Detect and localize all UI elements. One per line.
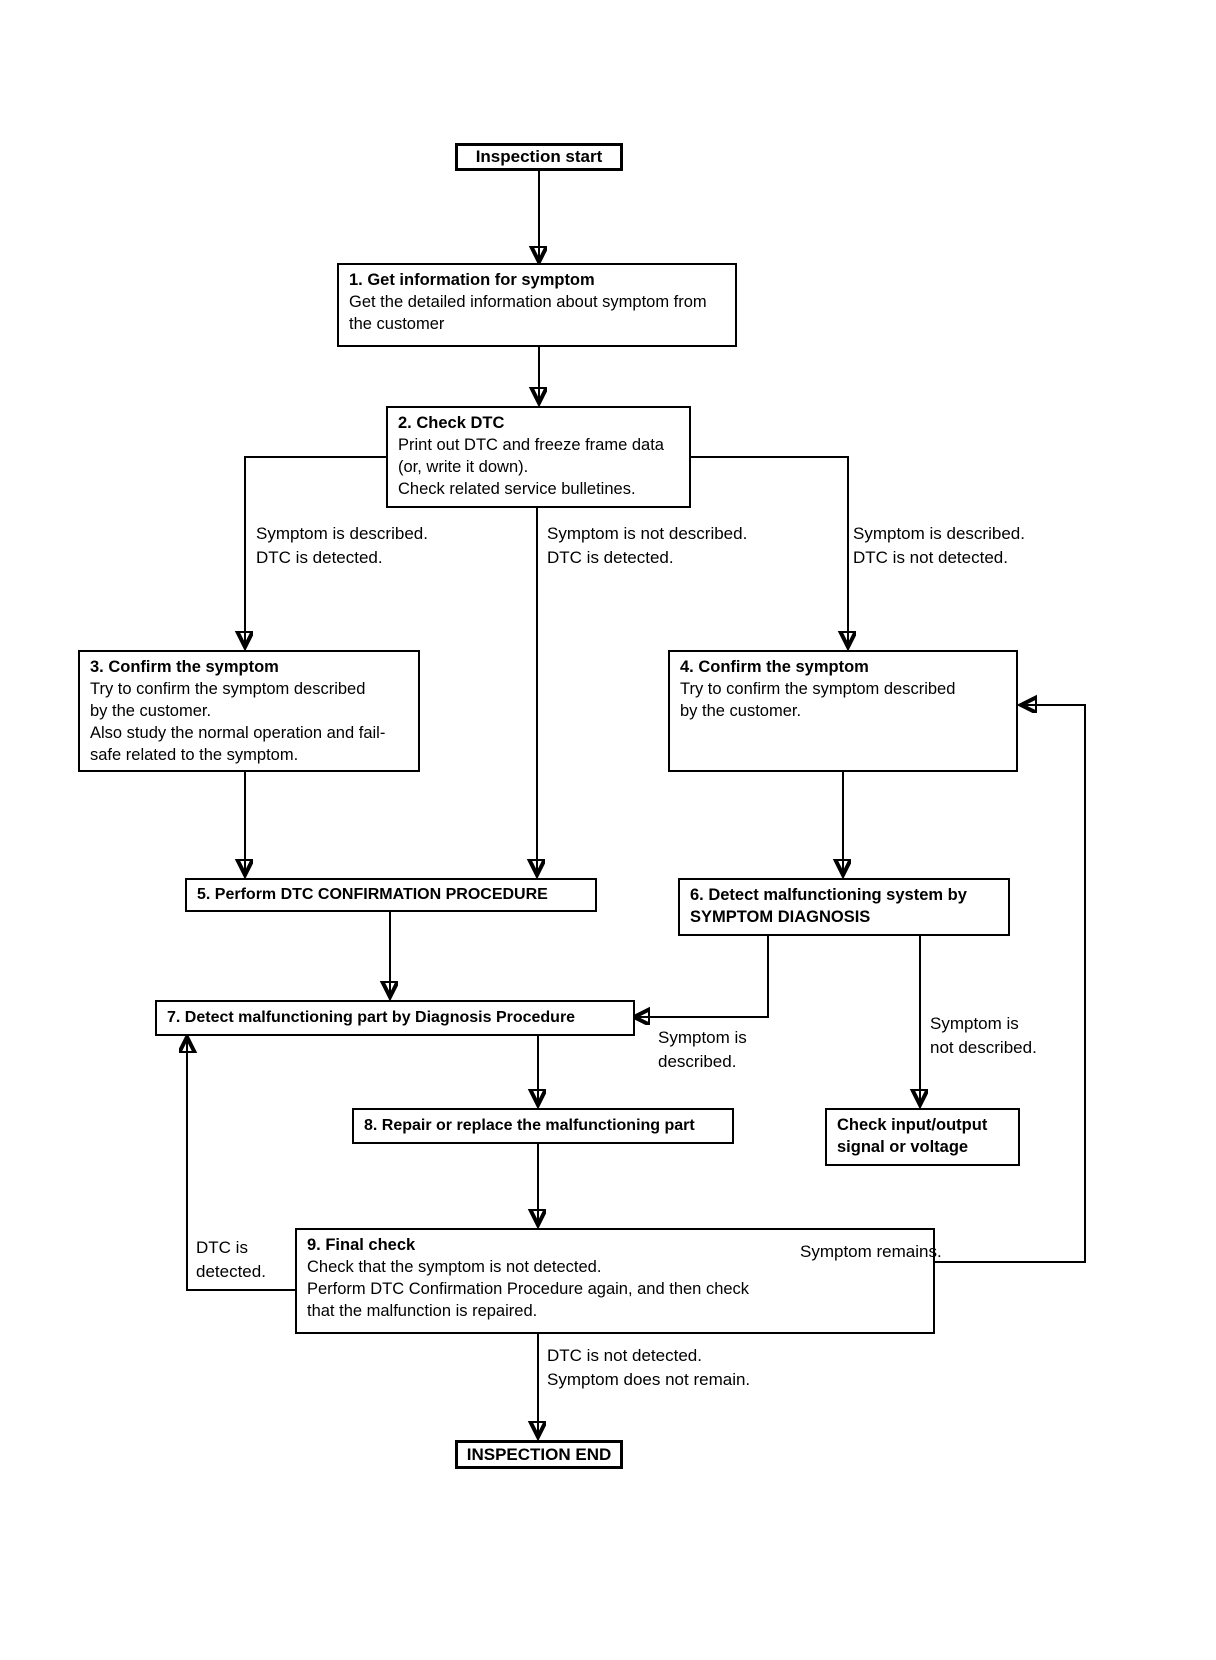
node-2-line: Check related service bulletines. [398, 480, 636, 498]
node-8-repair-or-replace: 8. Repair or replace the malfunctioning … [352, 1108, 734, 1144]
label-left-branch: Symptom is described. DTC is detected. [256, 524, 428, 567]
node-3-confirm-symptom: 3. Confirm the symptom Try to confirm th… [78, 650, 420, 772]
node-inspection-end: INSPECTION END [455, 1440, 623, 1469]
node-4-line: Try to confirm the symptom described [680, 680, 956, 698]
node-2-check-dtc: 2. Check DTC Print out DTC and freeze fr… [386, 406, 691, 508]
node-9-final-check: 9. Final check Check that the symptom is… [295, 1228, 935, 1334]
node-9-line: Check that the symptom is not detected. [307, 1258, 602, 1276]
node-3-title: 3. Confirm the symptom [90, 658, 279, 676]
node-3-line: by the customer. [90, 702, 212, 720]
node-6-title2: SYMPTOM DIAGNOSIS [690, 908, 871, 926]
label-symptom-remains: Symptom remains. [800, 1242, 942, 1261]
node-3-line: Also study the normal operation and fail… [90, 724, 386, 742]
node-9-line: Perform DTC Confirmation Procedure again… [307, 1280, 750, 1298]
node-1-line: the customer [349, 315, 445, 333]
label-dtc-detected: DTC is detected. [196, 1238, 266, 1281]
node-9-title: 9. Final check [307, 1236, 416, 1254]
node-check-input-output: Check input/output signal or voltage [825, 1108, 1020, 1166]
node-3-line: Try to confirm the symptom described [90, 680, 366, 698]
node-5-dtc-confirmation-procedure: 5. Perform DTC CONFIRMATION PROCEDURE [185, 878, 597, 912]
node-2-title: 2. Check DTC [398, 414, 505, 432]
node-4-confirm-symptom: 4. Confirm the symptom Try to confirm th… [668, 650, 1018, 772]
node-1-get-information: 1. Get information for symptom Get the d… [337, 263, 737, 347]
node-9-line: that the malfunction is repaired. [307, 1302, 538, 1320]
label-mid-branch: Symptom is not described. DTC is detecte… [547, 524, 748, 567]
label-symptom-not-described: Symptom is not described. [930, 1014, 1037, 1057]
node-6-title: 6. Detect malfunctioning system by [690, 886, 967, 904]
label-right-branch: Symptom is described. DTC is not detecte… [853, 524, 1025, 567]
node-6-detect-malfunctioning-system: 6. Detect malfunctioning system by SYMPT… [678, 878, 1010, 936]
node-7-detect-malfunctioning-part: 7. Detect malfunctioning part by Diagnos… [155, 1000, 635, 1036]
node-1-line: Get the detailed information about sympt… [349, 293, 707, 311]
edge-6-to-7 [635, 936, 769, 1017]
node-2-line: (or, write it down). [398, 458, 529, 476]
label-symptom-described: Symptom is described. [658, 1028, 747, 1071]
check-io-title2: signal or voltage [837, 1138, 969, 1156]
node-3-line: safe related to the symptom. [90, 746, 299, 764]
edge-9-to-4-loop [935, 705, 1086, 1263]
label-end-branch: DTC is not detected. Symptom does not re… [547, 1346, 751, 1389]
node-2-line: Print out DTC and freeze frame data [398, 436, 664, 454]
node-4-title: 4. Confirm the symptom [680, 658, 869, 676]
node-4-line: by the customer. [680, 702, 802, 720]
node-inspection-start: Inspection start [455, 143, 623, 171]
node-1-title: 1. Get information for symptom [349, 271, 595, 289]
check-io-title: Check input/output [837, 1116, 988, 1134]
